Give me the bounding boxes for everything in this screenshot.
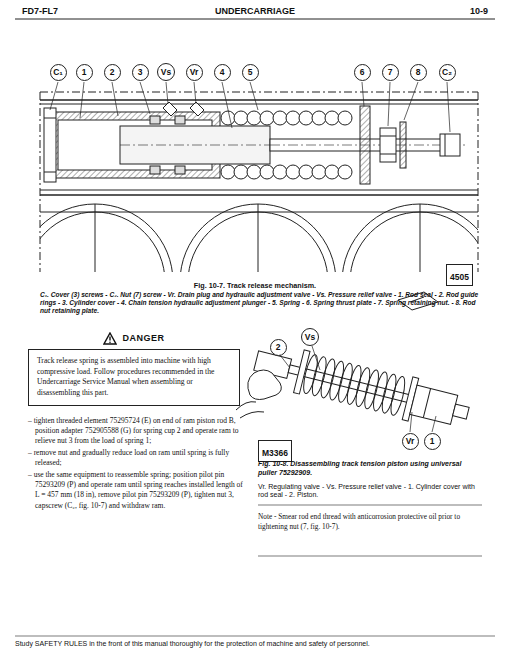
procedure-step: – remove nut and gradually reduce load o… [28,448,249,468]
warning-box: DANGER Track release spring is assembled … [28,330,240,406]
parts-legend: Vr. Regulating valve - Vs. Pressure reli… [258,483,482,501]
figure-caption: Fig. 10-7. Track release mechanism. [40,281,470,290]
callout-number: 2 [104,64,121,81]
callout-number: 6 [354,64,371,81]
note: Note - Smear rod end thread with anticor… [258,512,482,532]
label-text: Track release spring is assembled into m… [37,356,231,399]
callout-number: 7 [382,64,399,81]
label-text: 2 [276,343,281,352]
label-text: Vs [305,333,315,342]
callout-number: Vr [402,433,419,450]
label-text: Vs [161,68,171,77]
callout-number: Vr [186,64,203,81]
label-text: 8 [416,68,421,77]
callout-number: 1 [76,64,93,81]
label-text: 5 [248,68,253,77]
callout-number: 4 [214,64,231,81]
callout-number: Vs [157,63,175,81]
figure-code: M3366 [258,440,292,462]
warning-heading: DANGER [122,333,164,343]
label-text: Vr [406,437,415,446]
callout-number: C₂ [439,64,456,81]
procedure-step: – tighten threaded element 75295724 (E) … [28,416,249,446]
label-text: 1 [82,68,87,77]
page-number: 10-9 [430,6,488,17]
label-text: 7 [388,68,393,77]
label-text: 6 [360,68,365,77]
warning-triangle [103,332,117,345]
label-text: C₁ [53,68,63,77]
figure-caption: Fig. 10-8. Disassembling track tension p… [258,460,482,478]
parts-legend: C₁. Cover (3) screws - C₂. Nut (7) screw… [40,291,480,316]
procedure-step: – use the same equipment to reassemble s… [28,470,249,511]
callout-number: C₁ [50,64,67,81]
label-text: 3 [138,68,143,77]
callout-number: 8 [410,64,427,81]
figure-code: 4505 [446,264,473,286]
label-text: 4 [220,68,225,77]
label-text: 4505 [450,272,469,282]
callout-number: 1 [424,433,441,450]
callout-number: Vs [301,328,319,346]
label-text: Vr [190,68,199,77]
page-header: UNDERCARRIAGE [180,6,330,17]
label-text: M3366 [262,448,288,458]
page-header: FD7-FL7 [22,6,102,17]
label-text: 1 [430,437,435,446]
callout-number: 2 [270,339,287,356]
callout-number: 3 [132,64,149,81]
footer-note: Study SAFETY RULES in the front of this … [15,640,495,649]
callout-number: 5 [242,64,259,81]
label-text: C₂ [442,68,452,77]
label-text: 2 [110,68,115,77]
